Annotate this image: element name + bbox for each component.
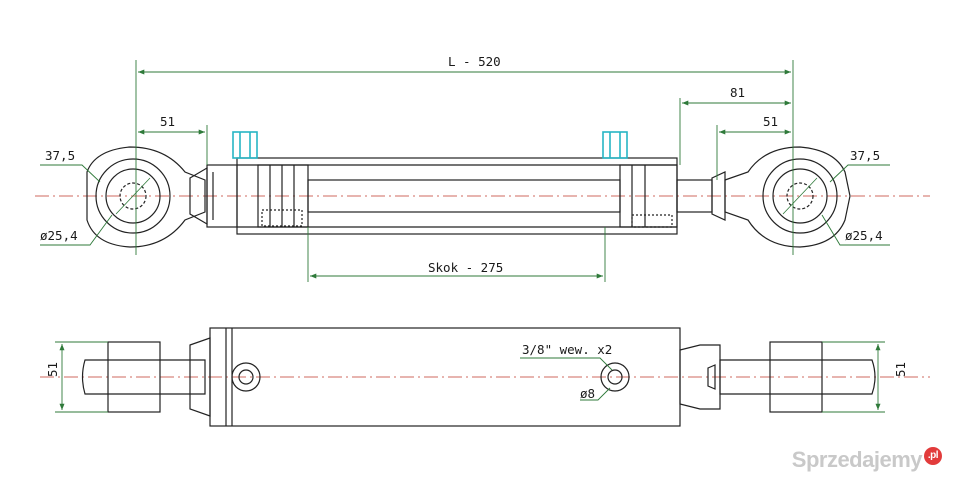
side-view <box>40 327 930 427</box>
label-side-51-right: 51 <box>893 362 908 377</box>
label-total-length: L - 520 <box>448 54 501 69</box>
label-375-right: 37,5 <box>850 148 880 163</box>
leader-dia-left <box>40 214 113 246</box>
watermark-text: Sprzedajemy <box>791 447 923 472</box>
left-eye <box>86 146 206 248</box>
label-375-left: 37,5 <box>45 148 75 163</box>
label-stroke: Skok - 275 <box>428 260 503 275</box>
watermark-logo: Sprzedajemy.pl <box>792 447 942 473</box>
watermark-badge: .pl <box>924 447 942 465</box>
port-fitting-left <box>232 131 258 159</box>
label-port: 3/8" wew. x2 <box>522 342 612 357</box>
leader-375-right <box>829 164 890 183</box>
label-51-right: 51 <box>763 114 778 129</box>
label-dia-left: ø25,4 <box>40 228 78 243</box>
label-81: 81 <box>730 85 745 100</box>
port-fitting-right <box>602 131 628 159</box>
label-dia-right: ø25,4 <box>845 228 883 243</box>
label-side-51-left: 51 <box>45 362 60 377</box>
leader-port <box>520 357 613 371</box>
label-51-left: 51 <box>160 114 175 129</box>
leader-port-dia <box>580 387 611 401</box>
leader-375-left <box>40 164 101 183</box>
label-port-dia: ø8 <box>580 386 595 401</box>
top-view <box>35 146 930 248</box>
leader-dia-right <box>821 214 890 246</box>
right-eye <box>724 146 851 248</box>
